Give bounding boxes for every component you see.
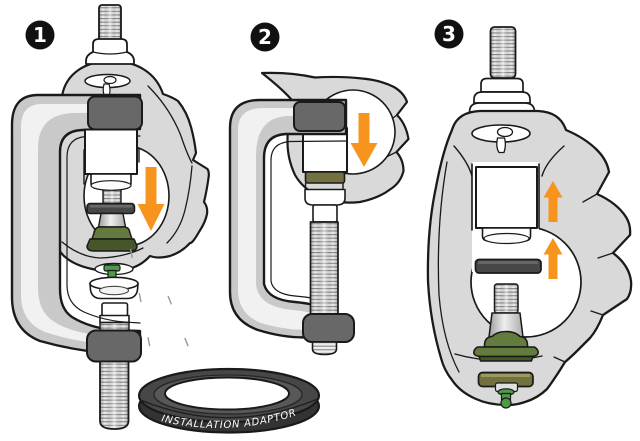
- knuckle-1-crease-right: [166, 165, 193, 244]
- clamp-2-highlight: [238, 108, 346, 330]
- press-cup-1: [84, 128, 138, 191]
- press-screw-rod-2: [309, 221, 339, 317]
- press-screw-cap-1: [99, 302, 130, 324]
- press-screw-tip-2: [311, 341, 338, 356]
- press-cup-2: [302, 127, 348, 173]
- joint-boot-3: [483, 330, 529, 348]
- step-3-number-badge: [434, 19, 464, 49]
- joint-boot-base-1: [86, 238, 138, 252]
- step-1-number-badge: [25, 20, 55, 50]
- arrow-up-icon-3a: [543, 181, 563, 222]
- joint-ring-2: [304, 171, 346, 184]
- press-screw-rod-1: [99, 360, 130, 430]
- knuckle-3-left-contour: [437, 161, 460, 373]
- knuckle-3-crease: [553, 193, 614, 363]
- arrow-up-icon-3b: [543, 238, 563, 279]
- washer-3: [474, 258, 542, 274]
- top-stud-1: [85, 4, 135, 65]
- installation-adaptor-ring: INSTALLATION ADAPTOR: [137, 367, 321, 434]
- joint-boot-band-3: [478, 355, 534, 362]
- adaptor-cup-1: [89, 276, 139, 300]
- clamp-1-highlight: [21, 104, 140, 346]
- arrow-down-icon-2: [350, 113, 378, 167]
- ball-joint-3: [473, 283, 539, 362]
- clamp-1-inner-line: [66, 135, 141, 324]
- step-2-number-badge: [250, 22, 280, 52]
- step-3: 3: [426, 19, 633, 409]
- bore-wall-3: [471, 163, 540, 231]
- joint-boot-flare-3: [473, 346, 539, 358]
- clamp-1-bottom-pad: [86, 329, 142, 363]
- knuckle-1-crease: [147, 85, 193, 164]
- press-cup-3: [475, 166, 538, 245]
- adaptor-cup-2: [304, 188, 346, 223]
- step-1-number: 1: [33, 23, 47, 47]
- step-3-number: 3: [442, 22, 456, 46]
- cotter-pin-3: [496, 126, 514, 138]
- step-2-number: 2: [258, 25, 272, 49]
- arrow-down-icon-1: [137, 167, 165, 231]
- cotter-pin-3-tail: [496, 137, 507, 154]
- ball-joint-1: [86, 185, 138, 252]
- grease-fitting-3: [497, 388, 515, 409]
- leader-lines: [129, 248, 202, 379]
- clamp-1-top-pad: [87, 95, 143, 131]
- cotter-pin-1: [103, 75, 117, 85]
- joint-shaft-1: [97, 212, 127, 228]
- top-stud-3: [468, 26, 536, 113]
- clamp-2-top-pad: [293, 101, 346, 132]
- clamp-2-bottom-pad: [302, 313, 355, 343]
- step-1: 1: [10, 4, 210, 430]
- step-2: 2: [228, 22, 410, 356]
- joint-boot-1: [91, 226, 133, 240]
